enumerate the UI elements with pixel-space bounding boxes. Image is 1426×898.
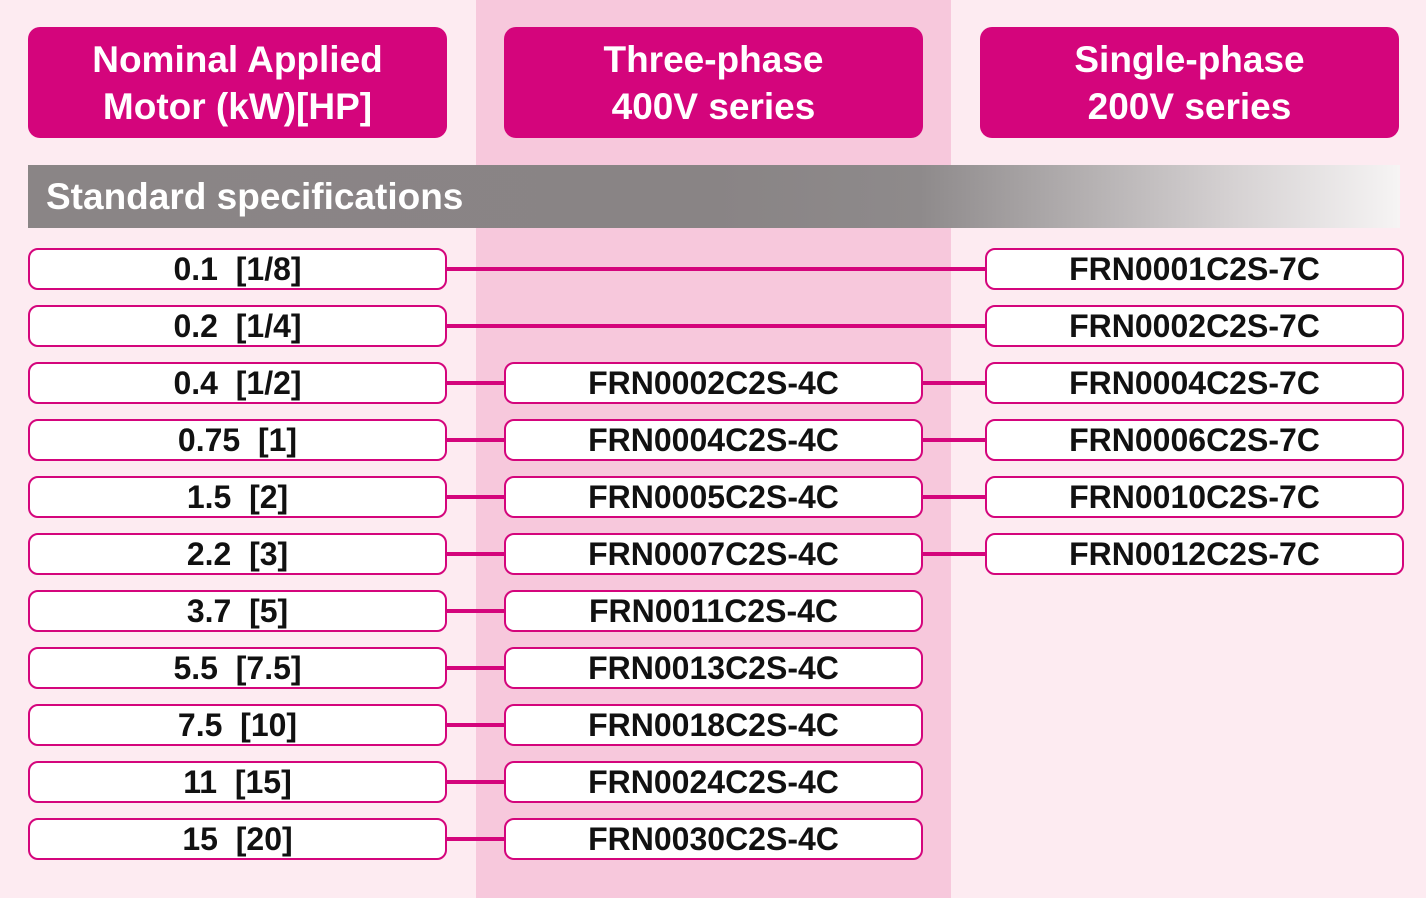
motor-cell: 0.2 [1/4]	[28, 305, 447, 347]
section-bar: Standard specifications	[28, 165, 1400, 228]
motor-cell: 2.2 [3]	[28, 533, 447, 575]
single-phase-model-cell: FRN0002C2S-7C	[985, 305, 1404, 347]
three-phase-model-cell: FRN0011C2S-4C	[504, 590, 923, 632]
connector-line	[923, 438, 985, 442]
connector-line	[447, 324, 985, 328]
motor-cell: 0.75 [1]	[28, 419, 447, 461]
single-phase-model-cell: FRN0006C2S-7C	[985, 419, 1404, 461]
header-motor-line-2: Motor (kW)[HP]	[102, 85, 373, 127]
header-three-phase: Three-phase 400V series	[504, 27, 923, 138]
three-phase-model-cell: FRN0005C2S-4C	[504, 476, 923, 518]
three-phase-model-cell: FRN0004C2S-4C	[504, 419, 923, 461]
header-single-phase: Single-phase 200V series	[980, 27, 1399, 138]
motor-cell: 0.4 [1/2]	[28, 362, 447, 404]
single-phase-model-cell: FRN0004C2S-7C	[985, 362, 1404, 404]
three-phase-model-cell: FRN0007C2S-4C	[504, 533, 923, 575]
connector-line	[447, 552, 504, 556]
motor-cell: 0.1 [1/8]	[28, 248, 447, 290]
three-phase-model-cell: FRN0024C2S-4C	[504, 761, 923, 803]
motor-cell: 11 [15]	[28, 761, 447, 803]
motor-cell: 3.7 [5]	[28, 590, 447, 632]
header-motor-line-1: Nominal Applied	[92, 38, 383, 80]
connector-line	[447, 780, 504, 784]
three-phase-model-cell: FRN0013C2S-4C	[504, 647, 923, 689]
motor-cell: 1.5 [2]	[28, 476, 447, 518]
connector-line	[923, 381, 985, 385]
section-title: Standard specifications	[46, 176, 464, 217]
header-three-phase-line-1: Three-phase	[603, 38, 824, 80]
single-phase-model-cell: FRN0010C2S-7C	[985, 476, 1404, 518]
motor-cell: 5.5 [7.5]	[28, 647, 447, 689]
connector-line	[447, 381, 504, 385]
single-phase-model-cell: FRN0012C2S-7C	[985, 533, 1404, 575]
connector-line	[923, 552, 985, 556]
motor-cell: 15 [20]	[28, 818, 447, 860]
header-single-phase-line-1: Single-phase	[1074, 38, 1305, 80]
connector-line	[447, 438, 504, 442]
connector-line	[447, 495, 504, 499]
motor-cell: 7.5 [10]	[28, 704, 447, 746]
connector-line	[447, 666, 504, 670]
connector-line	[447, 723, 504, 727]
three-phase-model-cell: FRN0018C2S-4C	[504, 704, 923, 746]
connector-line	[447, 609, 504, 613]
single-phase-model-cell: FRN0001C2S-7C	[985, 248, 1404, 290]
three-phase-model-cell: FRN0002C2S-4C	[504, 362, 923, 404]
three-phase-model-cell: FRN0030C2S-4C	[504, 818, 923, 860]
header-single-phase-line-2: 200V series	[1087, 85, 1292, 127]
header-motor: Nominal Applied Motor (kW)[HP]	[28, 27, 447, 138]
connector-line	[923, 495, 985, 499]
connector-line	[447, 267, 985, 271]
header-three-phase-line-2: 400V series	[611, 85, 816, 127]
connector-line	[447, 837, 504, 841]
